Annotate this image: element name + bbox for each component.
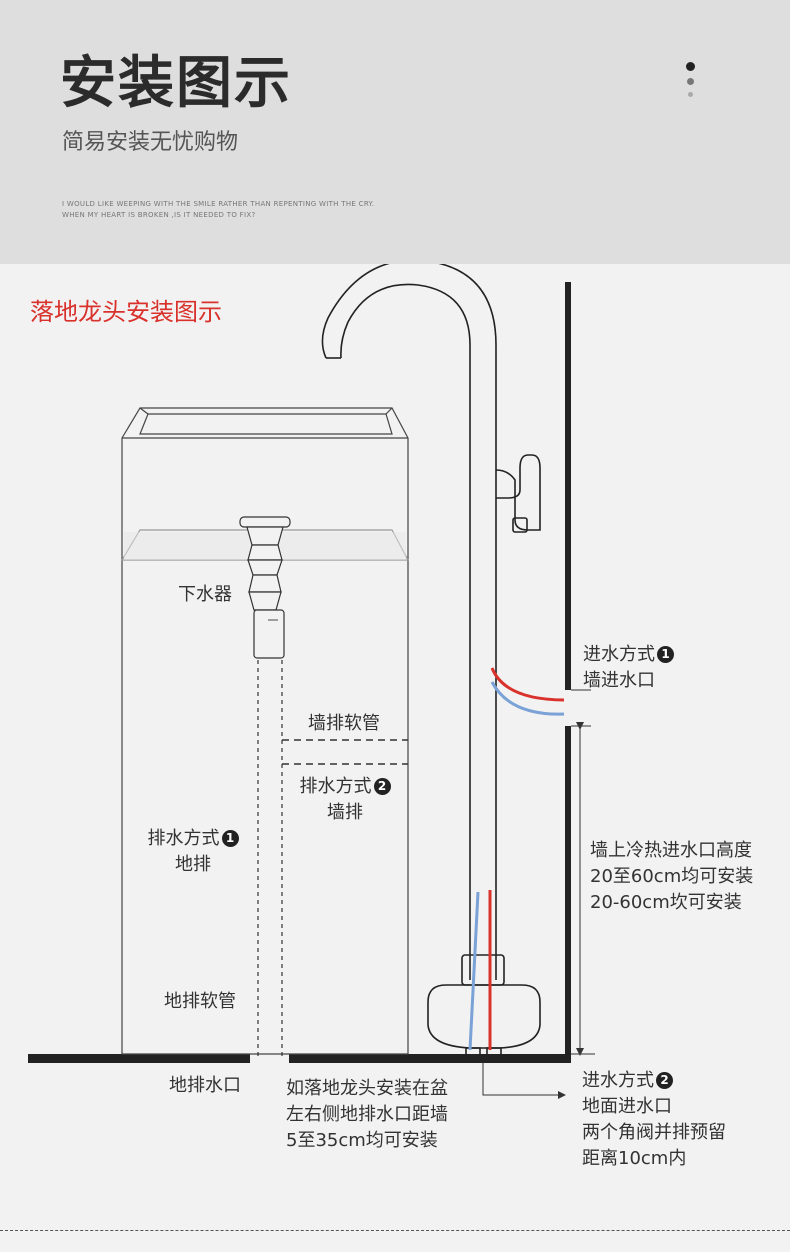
wall-height-note: 墙上冷热进水口高度 20至60cm均可安装 20-60cm坎可安装: [590, 838, 753, 916]
number-badge-inlet-2: 2: [656, 1072, 673, 1089]
floor-note: 如落地龙头安装在盆 左右侧地排水口距墙 5至35cm均可安装: [286, 1076, 448, 1154]
drain-method-2-sub: 墙排: [327, 802, 363, 823]
inlet-method-2-text: 进水方式: [582, 1070, 654, 1091]
footer-divider: [0, 1230, 790, 1231]
floor-left: [28, 1054, 250, 1063]
inlet-method-1-sub: 墙进水口: [583, 670, 655, 691]
floor-faucet: [321, 264, 541, 1063]
label-drain: 下水器: [178, 584, 232, 605]
inlet-method-2-line-1: 地面进水口: [582, 1096, 672, 1117]
number-badge-1: 1: [221, 830, 239, 847]
wall-drain-hose-lines: [282, 739, 408, 765]
wall-inlet-pipes: [490, 667, 566, 716]
label-floor-drain-hose: 地排软管: [164, 991, 236, 1012]
number-badge-2: 2: [373, 778, 391, 795]
floor-note-line-2: 左右侧地排水口距墙: [286, 1104, 448, 1125]
page-title: 安装图示: [60, 50, 292, 116]
inlet-method-1-text: 进水方式: [583, 644, 655, 665]
label-wall-drain-hose: 墙排软管: [308, 713, 380, 734]
number-badge-inlet-1: 1: [657, 646, 674, 663]
wall-height-line-1: 墙上冷热进水口高度: [590, 840, 752, 861]
floor-right: [289, 1054, 571, 1063]
indicator-dot-1: [686, 62, 695, 71]
floor-drain-hose-lines: [257, 660, 283, 1060]
indicator-dot-3: [688, 92, 693, 97]
floor-note-line-1: 如落地龙头安装在盆: [286, 1078, 448, 1099]
wall-height-line-3: 20-60cm坎可安装: [590, 892, 742, 913]
english-tagline-1: I WOULD LIKE WEEPING WITH THE SMILE RATH…: [62, 200, 375, 208]
inlet-method-2-line-2: 两个角阀并排预留: [582, 1122, 726, 1143]
drain-method-1-text: 排水方式: [147, 828, 220, 849]
indicator-dot-2: [687, 78, 694, 85]
installation-diagram: [28, 264, 595, 1099]
drain-method-2-text: 排水方式: [299, 776, 372, 797]
drain-method-1-sub: 地排: [175, 854, 211, 875]
floor-inlet-pipes: [468, 890, 492, 1051]
page-subtitle: 简易安装无忧购物: [62, 130, 239, 155]
label-floor-drain-outlet: 地排水口: [169, 1075, 241, 1096]
english-tagline-2: WHEN MY HEART IS BROKEN ,IS IT NEEDED TO…: [62, 211, 256, 219]
floor-note-line-3: 5至35cm均可安装: [286, 1130, 438, 1151]
diagram-title: 落地龙头安装图示: [30, 298, 222, 326]
wall: [565, 282, 571, 1056]
wall-height-line-2: 20至60cm均可安装: [590, 866, 754, 887]
drain-assembly: [239, 516, 291, 659]
header-banner: 安装图示 简易安装无忧购物 I WOULD LIKE WEEPING WITH …: [0, 0, 790, 264]
inlet-method-2-line-3: 距离10cm内: [582, 1148, 687, 1169]
leader-lines: [482, 689, 595, 1099]
